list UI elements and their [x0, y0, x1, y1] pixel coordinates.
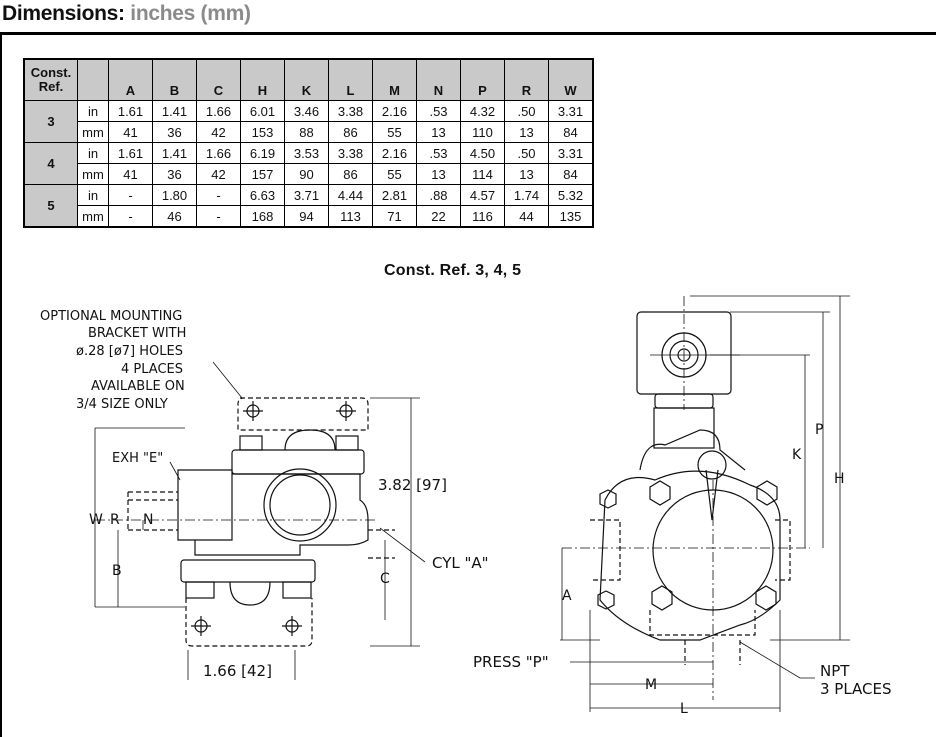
- value-cell: .50: [504, 100, 549, 122]
- const-ref-cell: 4: [23, 142, 78, 185]
- value-cell: 94: [284, 205, 329, 228]
- side-view: [94, 361, 426, 680]
- value-cell: -: [108, 205, 153, 228]
- const-ref-cell: 5: [23, 184, 78, 228]
- value-cell: 5.32: [548, 184, 594, 206]
- frame-left-border: [0, 35, 2, 737]
- value-cell: .88: [416, 184, 461, 206]
- value-cell: 113: [328, 205, 373, 228]
- value-cell: 71: [372, 205, 417, 228]
- drawing-subtitle: Const. Ref. 3, 4, 5: [384, 262, 522, 279]
- header-col-a: A: [108, 58, 153, 101]
- bracket-note-line-5: AVAILABLE ON: [91, 379, 185, 394]
- title-label: Dimensions:: [2, 2, 125, 25]
- value-cell: 41: [108, 121, 153, 143]
- value-cell: 116: [460, 205, 505, 228]
- header-col-l: L: [328, 58, 373, 101]
- dim-letter-h: H: [834, 471, 845, 487]
- header-col-n: N: [416, 58, 461, 101]
- title-unit: inches (mm): [130, 2, 251, 25]
- bracket-note-line-3: ø.28 [ø7] HOLES: [76, 344, 183, 359]
- value-cell: 3.31: [548, 100, 594, 122]
- dim-letter-r: R: [110, 512, 120, 528]
- value-cell: .50: [504, 142, 549, 164]
- header-rule: [0, 32, 936, 35]
- bracket-note-line-1: OPTIONAL MOUNTING: [40, 309, 182, 324]
- value-cell: 1.66: [196, 100, 241, 122]
- bracket-note-line-2: BRACKET WITH: [88, 326, 186, 341]
- value-cell: 3.53: [284, 142, 329, 164]
- bracket-note-line-4: 4 PLACES: [121, 362, 183, 377]
- value-cell: 44: [504, 205, 549, 228]
- header-col-h: H: [240, 58, 285, 101]
- value-cell: 86: [328, 121, 373, 143]
- dim-letter-p: P: [815, 422, 823, 438]
- dim-letter-b: B: [112, 563, 122, 579]
- value-cell: 1.80: [152, 184, 197, 206]
- npt-label-line-2: 3 PLACES: [820, 680, 892, 698]
- value-cell: 13: [504, 121, 549, 143]
- value-cell: 3.38: [328, 142, 373, 164]
- npt-label-line-1: NPT: [820, 662, 850, 680]
- value-cell: 1.61: [108, 100, 153, 122]
- bracket-note-line-6: 3/4 SIZE ONLY: [76, 397, 168, 412]
- value-cell: 3.71: [284, 184, 329, 206]
- dim-letter-c: C: [380, 571, 390, 587]
- value-cell: 4.50: [460, 142, 505, 164]
- header-col-c: C: [196, 58, 241, 101]
- dim-letter-l: L: [680, 701, 688, 717]
- dim-letter-m: M: [645, 677, 657, 693]
- page-title: Dimensions: inches (mm): [2, 2, 251, 26]
- value-cell: 3.46: [284, 100, 329, 122]
- unit-cell: in: [77, 184, 109, 206]
- exh-label: EXH "E": [112, 451, 163, 466]
- header-const-ref: Const. Ref.: [23, 58, 78, 101]
- dim-letter-w: W: [89, 512, 103, 528]
- header-col-k: K: [284, 58, 329, 101]
- value-cell: 1.66: [196, 142, 241, 164]
- dim-letter-a: A: [562, 588, 572, 604]
- value-cell: 3.38: [328, 100, 373, 122]
- value-cell: 41: [108, 163, 153, 185]
- value-cell: 13: [416, 163, 461, 185]
- front-view: [560, 295, 850, 712]
- width-dimension: 1.66 [42]: [203, 662, 272, 680]
- value-cell: 22: [416, 205, 461, 228]
- header-col-w: W: [548, 58, 594, 101]
- unit-cell: mm: [77, 205, 109, 228]
- header-col-p: P: [460, 58, 505, 101]
- value-cell: 168: [240, 205, 285, 228]
- height-dimension: 3.82 [97]: [378, 476, 447, 494]
- header-col-b: B: [152, 58, 197, 101]
- value-cell: 135: [548, 205, 594, 228]
- header-unit-blank: [77, 58, 109, 101]
- press-label: PRESS "P": [473, 653, 549, 671]
- value-cell: .53: [416, 142, 461, 164]
- const-ref-cell: 3: [23, 100, 78, 143]
- value-cell: 1.74: [504, 184, 549, 206]
- cyl-label: CYL "A": [432, 554, 489, 572]
- dim-letter-n: N: [143, 512, 153, 528]
- header-col-r: R: [504, 58, 549, 101]
- value-cell: 2.81: [372, 184, 417, 206]
- value-cell: 3.31: [548, 142, 594, 164]
- value-cell: 36: [152, 121, 197, 143]
- header-col-m: M: [372, 58, 417, 101]
- dim-letter-k: K: [792, 447, 802, 463]
